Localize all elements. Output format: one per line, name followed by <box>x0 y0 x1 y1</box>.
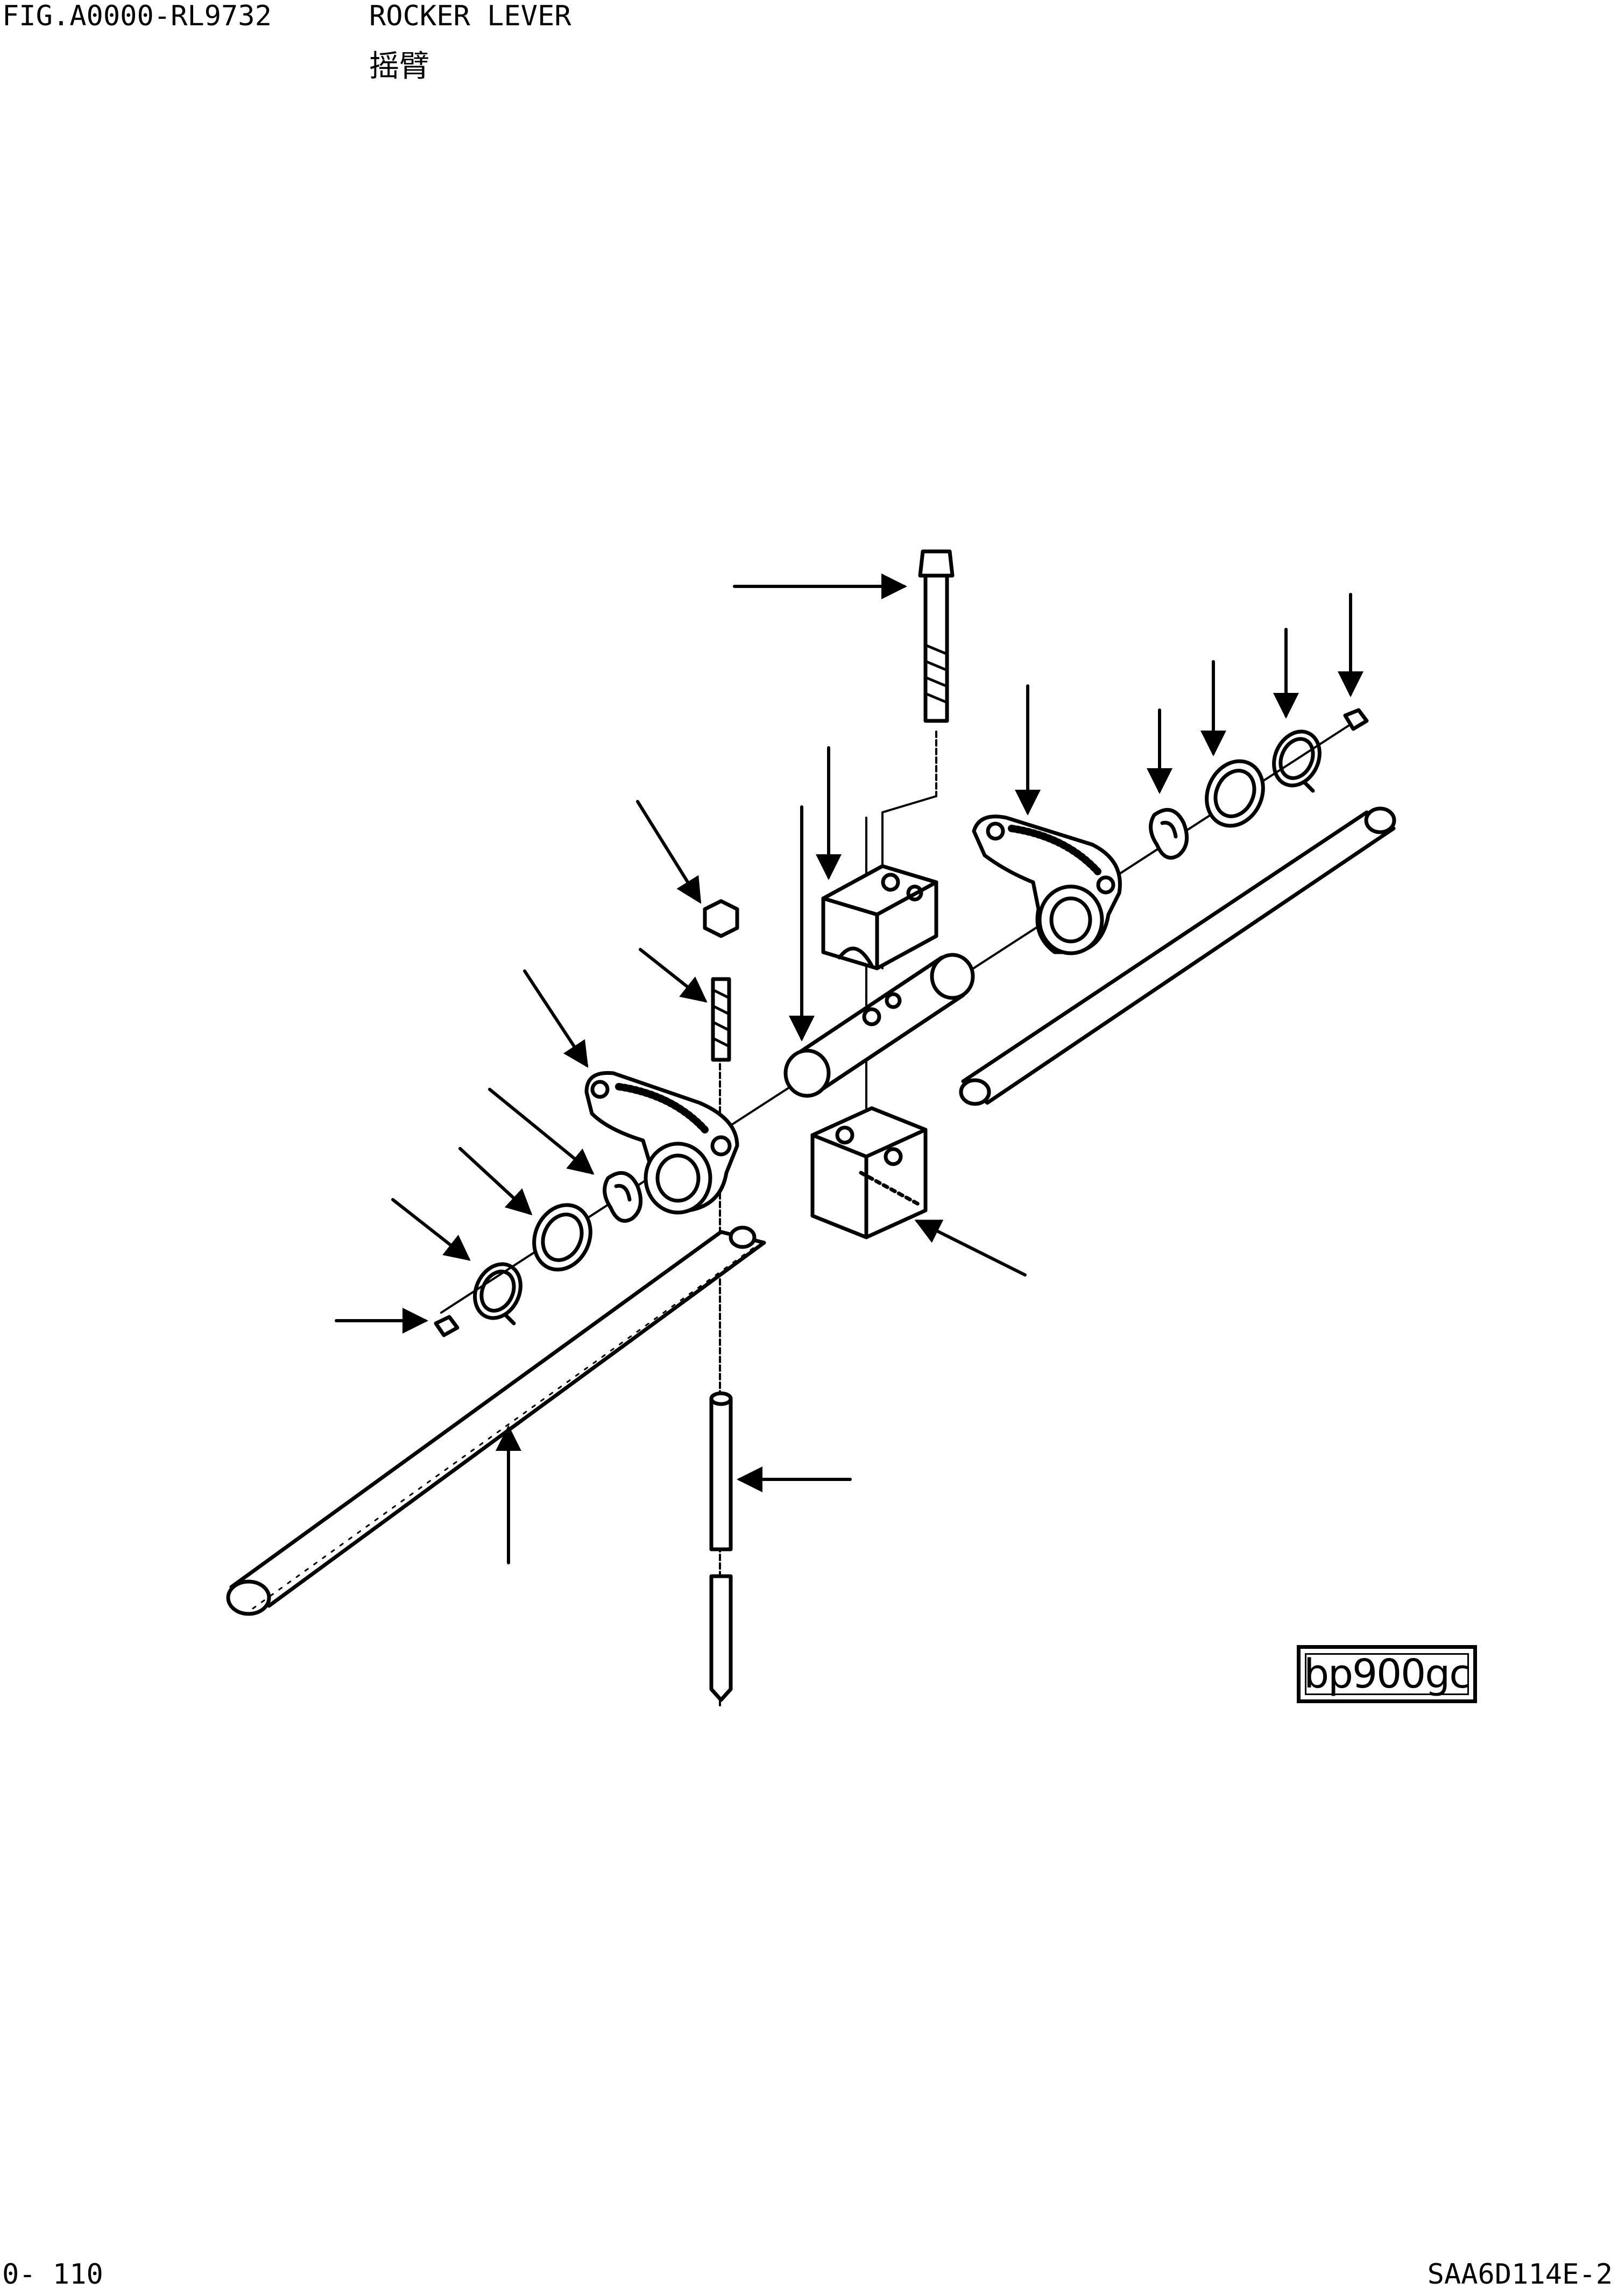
arrow-support-lower <box>914 1220 1027 1277</box>
rocker-shaft-short <box>959 806 1396 1106</box>
spacer-tube <box>783 953 975 1098</box>
page-number: 0- 110 <box>2 2258 103 2291</box>
thrust-ring-right <box>1205 759 1265 828</box>
lock-nut <box>703 899 739 938</box>
snap-ring-left <box>473 1262 522 1326</box>
arrow-wave-washer-left <box>488 1088 595 1175</box>
drawing-code-label: bp900gc <box>1304 1651 1471 1697</box>
figure-id: FIG.A0000-RL9732 <box>2 0 272 32</box>
leader-arrows <box>335 573 1363 1564</box>
adjusting-screw <box>711 977 731 1062</box>
rocker-lever-left <box>584 1071 739 1215</box>
snap-ring-right <box>1272 729 1322 793</box>
plug-right <box>1343 708 1369 731</box>
rocker-shaft-long <box>226 1225 766 1616</box>
push-rod <box>709 1391 733 1702</box>
arrow-adjusting-screw <box>639 948 708 1003</box>
drawing-code-box: bp900gc <box>1297 1645 1477 1703</box>
arrow-thrust-ring-left <box>458 1147 533 1216</box>
arrow-snap-ring-left <box>391 1198 471 1261</box>
mounting-bolt <box>918 549 955 723</box>
plug-left <box>434 1315 460 1337</box>
rocker-lever-right <box>972 814 1122 955</box>
rocker-support-lower <box>810 1106 928 1239</box>
figure-subtitle: 摇臂 <box>369 49 429 84</box>
arrow-rocker-lever-left <box>523 969 589 1068</box>
model-code: SAA6D114E-2 <box>1427 2258 1613 2291</box>
wave-washer-right <box>1149 808 1189 860</box>
rocker-support-upper <box>821 864 938 970</box>
arrow-lock-nut <box>636 800 702 904</box>
wave-washer-left <box>603 1171 643 1223</box>
figure-title: ROCKER LEVER <box>369 0 571 32</box>
thrust-ring-left <box>532 1203 592 1272</box>
